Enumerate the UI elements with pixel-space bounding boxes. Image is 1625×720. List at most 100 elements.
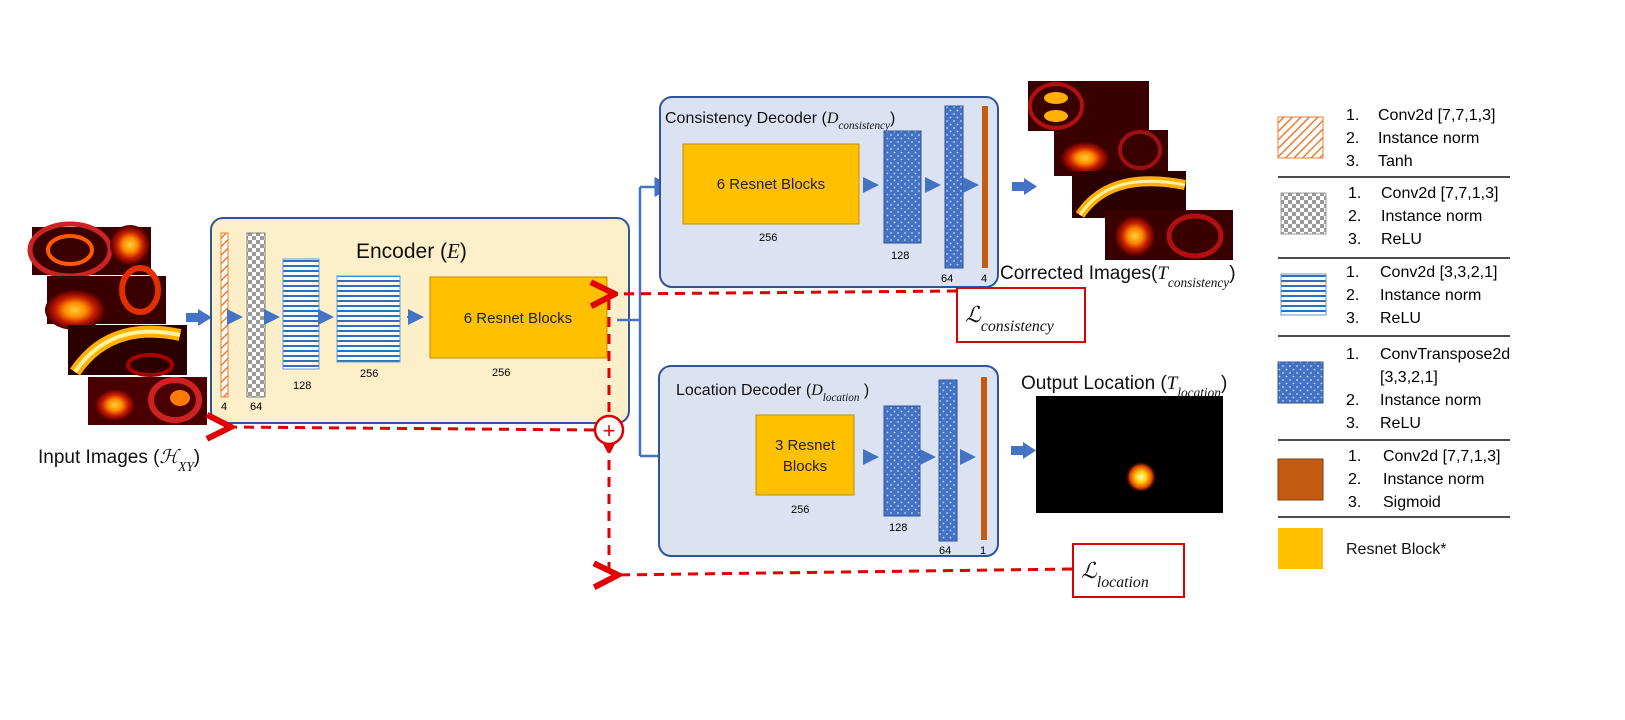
location-loss-label: ℒlocation (1081, 558, 1149, 591)
caption-close: ) (1221, 373, 1227, 394)
encoder-layer-number: 128 (293, 380, 311, 392)
legend-item-number: 3. (1348, 494, 1361, 511)
legend-item-number: 1. (1348, 185, 1361, 202)
title-close: ) (859, 382, 869, 399)
title-text: Encoder ( (356, 240, 447, 263)
consistency-layer-conv-sigmoid (982, 106, 988, 268)
consistency-decoder-block: Consistency Decoder (Dconsistency) 6 Res… (659, 96, 999, 288)
legend-item-number: 1. (1346, 264, 1359, 281)
encoder-resnet-label: 6 Resnet Blocks (464, 310, 572, 327)
legend-item-line: Instance norm (1378, 130, 1479, 147)
title-symbol: E (446, 239, 460, 263)
location-layer-number: 256 (791, 504, 809, 516)
legend-item-number: 3. (1346, 415, 1359, 432)
legend-item-line: ReLU (1380, 415, 1421, 432)
location-layer-number: 64 (939, 545, 951, 557)
caption-symbol: T (1167, 373, 1179, 394)
caption-subscript: XY (177, 459, 195, 474)
loss-sum-node: + (593, 414, 625, 446)
encoder-layer-number: 4 (221, 401, 227, 413)
consistency-resnet-label: 6 Resnet Blocks (717, 176, 825, 193)
location-resnet-label-line1: 3 Resnet (775, 437, 836, 454)
encoder-layer-number: 64 (250, 401, 262, 413)
title-close: ) (460, 240, 467, 263)
title-close: ) (890, 110, 895, 127)
title-subscript: consistency (838, 120, 890, 132)
input-images-caption: Input Images (ℋXY) (38, 447, 200, 474)
caption-text: Corrected Images( (1000, 263, 1158, 284)
caption-close: ) (1229, 263, 1235, 284)
legend-item-number: 3. (1348, 231, 1361, 248)
title-subscript: location (823, 392, 860, 404)
caption-symbol: T (1157, 263, 1169, 284)
legend-resnet-label: Resnet Block* (1346, 541, 1447, 558)
legend-item-line: Conv2d [7,7,1,3] (1378, 107, 1495, 124)
location-decoder-block: Location Decoder (Dlocation ) 3 Resnet B… (658, 365, 999, 557)
loss-paths (228, 291, 1073, 575)
legend-item-number: 1. (1346, 346, 1359, 363)
legend-item-number: 1. (1348, 448, 1361, 465)
output-location-image (1036, 396, 1223, 513)
legend-swatch-orange-hatch (1277, 116, 1324, 159)
caption-symbol: ℋ (159, 447, 181, 468)
legend-item-number: 2. (1346, 130, 1359, 147)
title-text: Location Decoder ( (676, 382, 812, 399)
loss-subscript: consistency (981, 318, 1055, 335)
consistency-output-arrow (1012, 178, 1037, 195)
legend-item-line: Instance norm (1383, 471, 1484, 488)
legend-swatch-brown (1277, 458, 1324, 501)
legend-item-line: Conv2d [7,7,1,3] (1381, 185, 1498, 202)
encoder-layer-downsample-128 (282, 258, 320, 370)
legend-item-number: 3. (1346, 310, 1359, 327)
consistency-decoder-title: Consistency Decoder (Dconsistency) (665, 110, 895, 132)
legend-item-number: 3. (1346, 153, 1359, 170)
location-decoder-title: Location Decoder (Dlocation ) (676, 382, 869, 404)
loss-symbol: ℒ (1081, 558, 1098, 583)
encoder-block: Encoder (E) 6 Resnet Blocks 4 64 128 256… (210, 217, 630, 424)
title-symbol: D (826, 110, 839, 127)
input-to-encoder-arrow (186, 309, 212, 326)
encoder-layer-number: 256 (360, 368, 378, 380)
legend-item-line: Instance norm (1381, 208, 1482, 225)
legend: Resnet Block* 1. Conv2d [7,7,1,3] 2. Instan… (1277, 107, 1510, 569)
legend-swatch-blue-dots (1277, 361, 1324, 404)
legend-item-line: ReLU (1381, 231, 1422, 248)
encoder-layer-conv-relu (246, 232, 266, 398)
legend-item-line: Conv2d [3,3,2,1] (1380, 264, 1497, 281)
encoder-layer-number: 256 (492, 367, 510, 379)
legend-item-line: ConvTranspose2d (1380, 346, 1510, 363)
consistency-loss-label: ℒconsistency (965, 302, 1055, 335)
location-layer-number: 1 (980, 545, 986, 557)
legend-item-line: ReLU (1380, 310, 1421, 327)
legend-item-line: Tanh (1378, 153, 1413, 170)
corrected-image-1 (1028, 81, 1149, 131)
loss-symbol: ℒ (965, 302, 982, 327)
legend-item-number: 2. (1348, 208, 1361, 225)
location-resnet-label-line2: Blocks (783, 458, 827, 475)
input-image-3 (68, 325, 187, 377)
location-loss-box: ℒlocation (1072, 543, 1185, 598)
legend-swatch-resnet (1278, 528, 1323, 569)
consistency-loss-box: ℒconsistency (956, 287, 1086, 343)
corrected-image-2 (1054, 130, 1168, 176)
consistency-layer-number: 256 (759, 232, 777, 244)
output-location-caption: Output Location (Tlocation) (1021, 373, 1227, 400)
sum-symbol: + (603, 418, 616, 443)
legend-item-line: [3,3,2,1] (1380, 369, 1438, 386)
consistency-layer-number: 64 (941, 273, 953, 285)
caption-close: ) (194, 447, 200, 468)
location-layer-number: 128 (889, 522, 907, 534)
encoder-title: Encoder (E) (356, 239, 467, 263)
location-layer-conv-sigmoid (981, 377, 987, 540)
location-layer-upsample-128 (883, 405, 921, 517)
legend-item-line: Sigmoid (1383, 494, 1441, 511)
input-images (27, 221, 207, 425)
caption-text: Input Images ( (38, 447, 160, 468)
legend-item-number: 2. (1346, 392, 1359, 409)
consistency-layer-number: 4 (981, 273, 987, 285)
title-symbol: D (810, 382, 823, 399)
legend-swatch-blue-stripes (1280, 273, 1327, 316)
corrected-images (1028, 81, 1233, 260)
encoder-layer-conv-tanh (220, 232, 229, 398)
legend-item-line: Conv2d [7,7,1,3] (1383, 448, 1500, 465)
